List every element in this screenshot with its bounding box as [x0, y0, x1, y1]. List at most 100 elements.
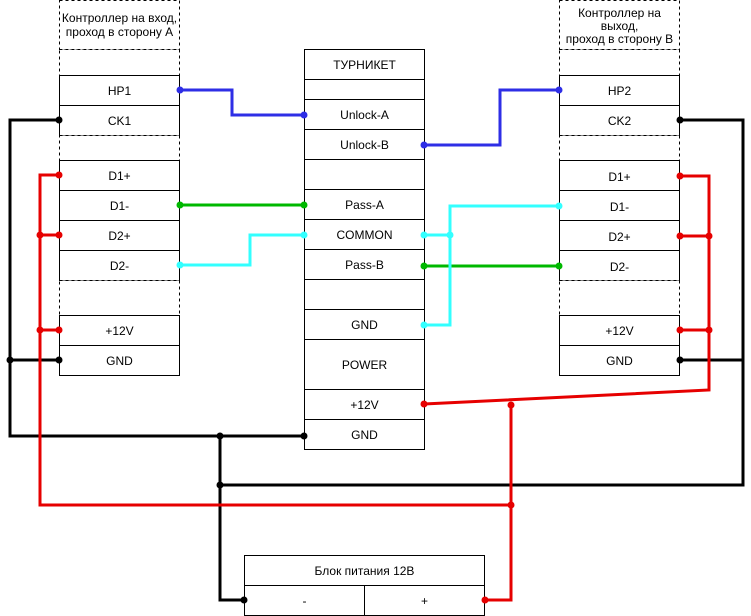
junction-dot	[420, 400, 428, 408]
junction-dot	[300, 231, 308, 239]
wire-unlock-b-hp2	[424, 88, 559, 147]
wire-hp1-unlock-a	[180, 88, 304, 117]
right-d1p-cell	[559, 160, 680, 191]
turnstile-gnd-power-cell	[304, 419, 425, 450]
junction-dot	[6, 356, 14, 364]
left-d2m-label: D2-	[110, 259, 129, 273]
turnstile-title: ТУРНИКЕТ	[333, 58, 396, 72]
right-hp-cell	[559, 75, 680, 106]
turnstile-unlock-a-cell	[304, 99, 425, 130]
junction-dot	[176, 261, 184, 269]
turnstile-12v-cell	[304, 389, 425, 420]
left-ck-cell	[59, 105, 180, 136]
left-hp-cell	[59, 75, 180, 106]
right-controller-spacer	[559, 49, 680, 76]
junction-dot	[555, 202, 563, 210]
left-d1p-label: D1+	[108, 169, 130, 183]
power-supply-title: Блок питания 12В	[315, 564, 415, 578]
junction-dot	[705, 232, 713, 240]
turnstile-title-cell	[304, 49, 425, 80]
right-controller-title-line3: проход в сторону В	[566, 32, 673, 46]
left-controller-title-line1: Контроллер на вход,	[62, 11, 177, 25]
right-controller-title-line1: Контроллер на	[578, 6, 661, 20]
junction-dot	[176, 201, 184, 209]
junction-dot	[420, 141, 428, 149]
junction-dot	[300, 201, 308, 209]
left-spacer-1	[59, 135, 180, 161]
junction-dot	[55, 231, 63, 239]
right-controller-header	[559, 0, 680, 50]
junction-dot	[507, 501, 515, 509]
junction-dot	[240, 596, 248, 604]
right-spacer-1	[559, 135, 680, 161]
power-supply-minus-label: -	[303, 594, 307, 608]
junction-dot	[420, 321, 428, 329]
left-controller: Контроллер на вход, проход в сторону А H…	[59, 0, 180, 376]
junction-dot	[507, 401, 515, 409]
right-gnd-cell	[559, 345, 680, 376]
junction-dot	[55, 326, 63, 334]
left-controller-spacer	[59, 49, 180, 76]
wire-left-12v-bus	[38, 173, 511, 507]
junction-dot	[300, 432, 308, 440]
right-ck-cell	[559, 105, 680, 136]
wire-psu-minus	[218, 436, 244, 602]
wire-common-d1m-right	[424, 204, 559, 237]
junction-dot	[676, 116, 684, 124]
turnstile-power-label: POWER	[342, 358, 388, 372]
junction-dot	[176, 86, 184, 94]
turnstile-common-label: COMMON	[337, 228, 393, 242]
junction-dot	[55, 171, 63, 179]
power-supply-title-cell	[244, 555, 485, 586]
left-d1p-cell	[59, 160, 180, 191]
wire-right-gnd-bus	[220, 118, 745, 487]
turnstile-gnd-signal-label: GND	[351, 318, 378, 332]
junction-dot	[481, 596, 489, 604]
turnstile-spacer-3	[304, 279, 425, 310]
turnstile-unlock-b-cell	[304, 129, 425, 160]
junction-dot	[216, 432, 224, 440]
power-supply-plus-label: +	[421, 594, 428, 608]
left-hp-label: HP1	[108, 84, 132, 98]
right-d2m-cell	[559, 250, 680, 281]
junction-dot	[555, 262, 563, 270]
right-hp-label: HP2	[608, 84, 632, 98]
right-12v-label: +12V	[605, 324, 633, 338]
right-12v-cell	[559, 315, 680, 346]
turnstile: ТУРНИКЕТ Unlock-A Unlock-B Pass-A COMMON…	[304, 49, 425, 450]
wire-d2m-common	[180, 233, 304, 267]
wire-left-gnd-bus	[8, 118, 304, 438]
left-controller-header	[59, 0, 180, 50]
junction-dot	[420, 231, 428, 239]
left-ck-label: CK1	[108, 114, 132, 128]
junction-dot	[705, 326, 713, 334]
turnstile-pass-b-label: Pass-B	[345, 258, 384, 272]
power-supply-plus-cell	[364, 585, 485, 616]
right-gnd-label: GND	[606, 354, 633, 368]
turnstile-spacer-2	[304, 159, 425, 190]
junction-dot	[36, 326, 44, 334]
left-spacer-2	[59, 280, 180, 316]
junction-dot	[300, 111, 308, 119]
turnstile-common-cell	[304, 219, 425, 250]
left-gnd-label: GND	[106, 354, 133, 368]
right-ck-label: CK2	[608, 114, 632, 128]
turnstile-spacer-1	[304, 79, 425, 100]
wire-psu-plus	[485, 405, 513, 602]
junction-dot	[55, 116, 63, 124]
turnstile-pass-a-label: Pass-A	[345, 198, 384, 212]
junction-dot	[55, 356, 63, 364]
junction-dot	[676, 326, 684, 334]
left-d1m-label: D1-	[110, 199, 129, 213]
turnstile-unlock-a-label: Unlock-A	[340, 108, 389, 122]
junction-dot	[676, 172, 684, 180]
turnstile-power-cell	[304, 339, 425, 390]
left-controller-title-line2: проход в сторону А	[66, 25, 173, 39]
junction-dot	[36, 231, 44, 239]
right-controller-title-line2: выход,	[601, 19, 639, 33]
right-controller: Контроллер на выход, проход в сторону В …	[559, 0, 680, 376]
right-d1p-label: D1+	[608, 170, 630, 184]
left-d2p-label: D2+	[108, 229, 130, 243]
right-d2p-label: D2+	[608, 230, 630, 244]
